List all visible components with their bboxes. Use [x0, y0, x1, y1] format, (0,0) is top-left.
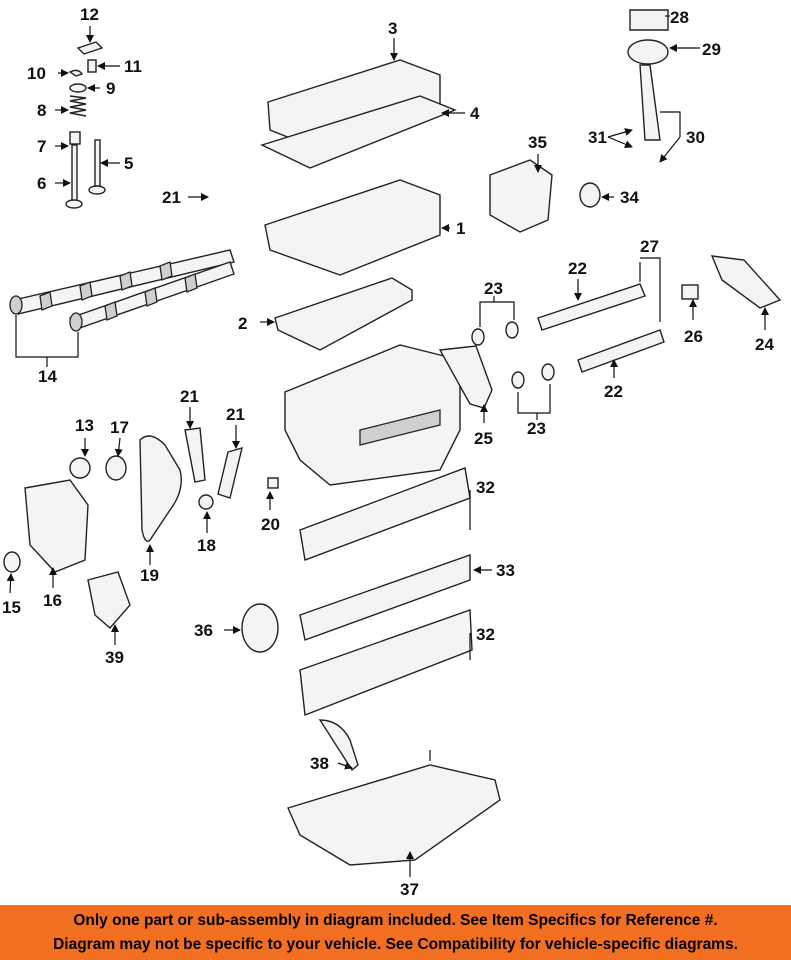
callout-38: 38: [310, 754, 329, 773]
camshafts: [9, 249, 235, 332]
callout-33: 33: [496, 561, 515, 580]
callout-35: 35: [528, 133, 547, 152]
callout-15: 15: [2, 598, 21, 617]
callout-26: 26: [684, 327, 703, 346]
callout-labels: 1 2 3 4 5 6 7 8 9 10 11 12 13 14 15 16 1…: [2, 5, 774, 899]
callout-5: 5: [124, 154, 133, 173]
callout-16: 16: [43, 591, 62, 610]
callout-6: 6: [37, 174, 46, 193]
callout-36: 36: [194, 621, 213, 640]
callout-11: 11: [124, 57, 142, 76]
disclaimer-line-1: Only one part or sub-assembly in diagram…: [73, 912, 718, 929]
engine-block: [284, 344, 461, 486]
callout-1: 1: [456, 219, 465, 238]
callout-34: 34: [620, 188, 639, 207]
callout-20: 20: [261, 515, 280, 534]
callout-19: 19: [140, 566, 159, 585]
callout-8: 8: [37, 101, 46, 120]
callout-21a: 21: [162, 188, 181, 207]
valve-train-parts: [65, 41, 106, 209]
callout-21c: 21: [226, 405, 245, 424]
callout-27: 27: [640, 237, 659, 256]
callout-4: 4: [470, 104, 480, 123]
cylinder-head-group: [260, 59, 457, 351]
callout-28: 28: [670, 8, 689, 27]
callout-23b: 23: [527, 419, 546, 438]
callout-22a: 22: [568, 259, 587, 278]
exploded-engine-diagram: 1 2 3 4 5 6 7 8 9 10 11 12 13 14 15 16 1…: [2, 5, 782, 899]
callout-24: 24: [755, 335, 774, 354]
callout-10: 10: [27, 64, 46, 83]
callout-32a: 32: [476, 478, 495, 497]
callout-23a: 23: [484, 279, 503, 298]
callout-31: 31: [588, 128, 607, 147]
callout-3: 3: [388, 19, 397, 38]
callout-25: 25: [474, 429, 493, 448]
callout-22b: 22: [604, 382, 623, 401]
callout-29: 29: [702, 40, 721, 59]
callout-12: 12: [80, 5, 99, 24]
oil-pan-group: [287, 719, 501, 866]
crankshaft-group: [241, 467, 473, 716]
timing-and-balance-parts: [438, 9, 782, 409]
callout-30: 30: [686, 128, 705, 147]
callout-7: 7: [37, 137, 46, 156]
callout-13: 13: [75, 416, 94, 435]
callout-leaders: [6, 15, 769, 877]
callout-9: 9: [106, 79, 115, 98]
callout-2: 2: [238, 314, 247, 333]
callout-14: 14: [38, 367, 57, 386]
callout-37: 37: [400, 880, 419, 899]
callout-21b: 21: [180, 387, 199, 406]
disclaimer-line-2: Diagram may not be specific to your vehi…: [53, 936, 738, 953]
callout-39: 39: [105, 648, 124, 667]
callout-17: 17: [110, 418, 129, 437]
callout-32b: 32: [476, 625, 495, 644]
front-timing-parts: [3, 427, 279, 629]
callout-18: 18: [197, 536, 216, 555]
disclaimer-banner: Only one part or sub-assembly in diagram…: [0, 905, 791, 960]
